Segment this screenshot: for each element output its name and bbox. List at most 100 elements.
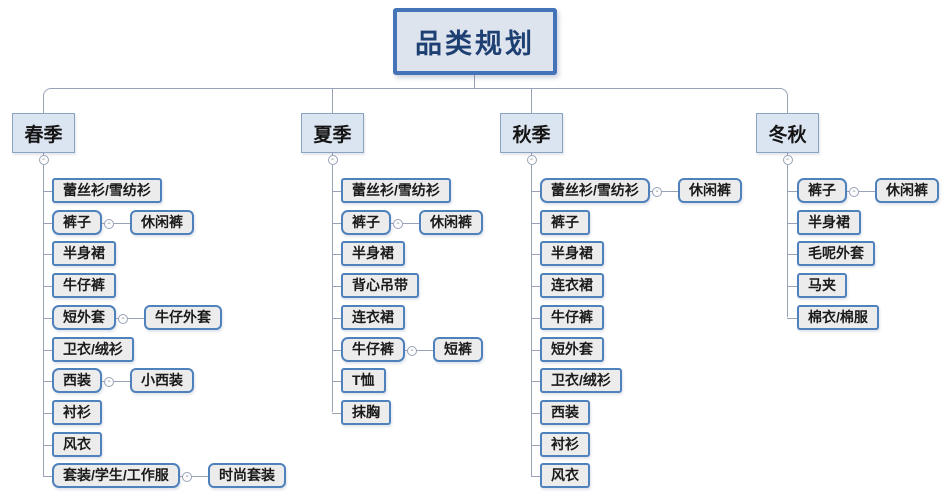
category-node[interactable]: 毛呢外套	[797, 241, 875, 266]
season-node-winter[interactable]: 冬秋	[756, 113, 819, 153]
category-node[interactable]: 裤子	[797, 178, 847, 203]
connector-line	[787, 96, 788, 113]
connector-line	[43, 381, 52, 382]
connector-line	[332, 165, 333, 412]
subcategory-node[interactable]: 休闲裤	[875, 178, 939, 203]
connector-line	[180, 476, 208, 477]
category-node[interactable]: 牛仔裤	[52, 273, 116, 298]
category-node[interactable]: 套装/学生/工作服	[52, 463, 180, 488]
category-node[interactable]: 半身裙	[52, 241, 116, 266]
subcategory-node[interactable]: 牛仔外套	[144, 305, 222, 330]
connector-line	[787, 165, 788, 317]
connector-line	[531, 445, 540, 446]
connector-line	[43, 254, 52, 255]
connector-line	[102, 381, 130, 382]
category-node[interactable]: 短外套	[540, 337, 604, 362]
category-node[interactable]: 卫衣/绒衫	[52, 337, 134, 362]
category-node[interactable]: 卫衣/绒衫	[540, 368, 622, 393]
subcategory-node[interactable]: 休闲裤	[130, 210, 194, 235]
category-node[interactable]: 背心吊带	[341, 273, 419, 298]
category-node[interactable]: 衬衫	[540, 432, 590, 457]
collapse-toggle-icon[interactable]: -	[526, 155, 537, 165]
connector-line	[531, 89, 532, 113]
connector-line	[43, 223, 52, 224]
connector-line	[531, 286, 540, 287]
subcategory-node[interactable]: 小西装	[130, 368, 194, 393]
subcategory-node[interactable]: 休闲裤	[678, 178, 742, 203]
category-node[interactable]: 风衣	[52, 432, 102, 457]
category-node[interactable]: 半身裙	[341, 241, 405, 266]
connector-line	[531, 191, 540, 192]
connector-line	[787, 223, 797, 224]
connector-line	[43, 318, 52, 319]
connector-line	[787, 318, 797, 319]
connector-line	[43, 165, 44, 476]
collapse-toggle-icon[interactable]: -	[407, 345, 417, 356]
category-node[interactable]: 裤子	[540, 210, 590, 235]
category-node[interactable]: 半身裙	[540, 241, 604, 266]
connector-line	[43, 413, 52, 414]
subcategory-node[interactable]: 时尚套装	[208, 463, 286, 488]
connector-line	[332, 223, 341, 224]
category-node[interactable]: 马夹	[797, 273, 847, 298]
connector-line	[332, 381, 341, 382]
connector-line	[531, 476, 540, 477]
category-node[interactable]: 衬衫	[52, 400, 102, 425]
season-node-summer[interactable]: 夏季	[301, 113, 364, 153]
connector-line	[531, 153, 532, 155]
connector-line	[650, 191, 678, 192]
category-node[interactable]: T恤	[341, 368, 386, 393]
connector-line	[43, 445, 52, 446]
category-node[interactable]: 裤子	[341, 210, 391, 235]
connector-line	[787, 286, 797, 287]
season-node-autumn[interactable]: 秋季	[500, 113, 563, 153]
connector-line	[531, 318, 540, 319]
category-node[interactable]: 牛仔裤	[540, 305, 604, 330]
category-node[interactable]: 风衣	[540, 463, 590, 488]
connector-line	[405, 350, 433, 351]
root-node[interactable]: 品类规划	[393, 8, 557, 75]
category-node[interactable]: 棉衣/棉服	[797, 305, 879, 330]
collapse-toggle-icon[interactable]: -	[327, 155, 338, 165]
connector-line	[43, 476, 52, 477]
connector-line	[332, 191, 341, 192]
connector-line	[332, 153, 333, 155]
connector-line	[332, 413, 341, 414]
collapse-toggle-icon[interactable]: -	[182, 471, 192, 482]
connector-line	[787, 153, 788, 155]
category-node[interactable]: 蕾丝衫/雪纺衫	[52, 178, 162, 203]
subcategory-node[interactable]: 休闲裤	[419, 210, 483, 235]
category-node[interactable]: 短外套	[52, 305, 116, 330]
connector-line	[332, 318, 341, 319]
connector-line	[474, 75, 475, 88]
connector-line	[116, 318, 144, 319]
category-node[interactable]: 蕾丝衫/雪纺衫	[341, 178, 451, 203]
collapse-toggle-icon[interactable]: -	[38, 155, 49, 165]
category-node[interactable]: 裤子	[52, 210, 102, 235]
connector-line	[51, 88, 779, 89]
collapse-toggle-icon[interactable]: -	[104, 218, 114, 229]
connector-line	[531, 223, 540, 224]
collapse-toggle-icon[interactable]: -	[652, 186, 662, 197]
category-node[interactable]: 蕾丝衫/雪纺衫	[540, 178, 650, 203]
category-node[interactable]: 半身裙	[797, 210, 861, 235]
connector-line	[531, 350, 540, 351]
category-node[interactable]: 西装	[540, 400, 590, 425]
category-node[interactable]: 抹胸	[341, 400, 391, 425]
collapse-toggle-icon[interactable]: -	[118, 313, 128, 324]
season-node-spring[interactable]: 春季	[12, 113, 75, 153]
collapse-toggle-icon[interactable]: -	[104, 376, 114, 387]
subcategory-node[interactable]: 短裤	[433, 337, 483, 362]
category-node[interactable]: 牛仔裤	[341, 337, 405, 362]
collapse-toggle-icon[interactable]: -	[393, 218, 403, 229]
connector-line	[391, 223, 419, 224]
connector-line	[43, 286, 52, 287]
collapse-toggle-icon[interactable]: -	[782, 155, 793, 165]
category-node[interactable]: 西装	[52, 368, 102, 393]
connector-line	[332, 350, 341, 351]
connector-line	[102, 223, 130, 224]
category-node[interactable]: 连衣裙	[540, 273, 604, 298]
collapse-toggle-icon[interactable]: -	[849, 186, 859, 197]
category-node[interactable]: 连衣裙	[341, 305, 405, 330]
connector-line	[43, 191, 52, 192]
